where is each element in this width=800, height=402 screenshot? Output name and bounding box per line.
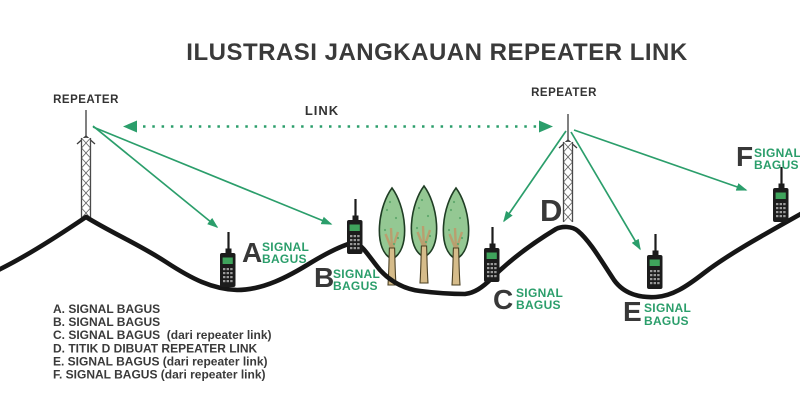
left-repeater-label: REPEATER [53, 94, 119, 106]
terrain-profile [0, 211, 800, 300]
radio-E [645, 232, 664, 291]
left-repeater-tower [76, 109, 96, 219]
legend: A. SIGNAL BAGUS B. SIGNAL BAGUS C. SIGNA… [53, 302, 272, 382]
link-label: LINK [305, 103, 339, 118]
signal-label-C-line2: BAGUS [516, 298, 561, 312]
ray-left-tower-to-A [92, 125, 219, 228]
link-arrowhead-left-icon [123, 120, 137, 133]
radio-C [482, 225, 501, 284]
signal-label-B-line2: BAGUS [333, 279, 378, 293]
tree-2 [410, 184, 438, 285]
legend-item-D: D. TITIK D DIBUAT REPEATER LINK [53, 342, 258, 356]
legend-item-B: B. SIGNAL BAGUS [53, 315, 160, 329]
link-arrowhead-right-icon [539, 120, 553, 133]
point-letter-B: B [314, 262, 334, 293]
ray-right-tower-to-F [573, 129, 748, 191]
page-title: ILUSTRASI JANGKAUAN REPEATER LINK [186, 39, 688, 66]
signal-label-F-line2: BAGUS [754, 158, 799, 172]
point-letter-C: C [493, 284, 513, 315]
point-letter-D: D [540, 193, 562, 228]
signal-label-F-line1: SIGNAL [754, 146, 800, 160]
signal-label-A-line1: SIGNAL [262, 240, 309, 254]
signal-label-A-line2: BAGUS [262, 252, 307, 266]
point-letter-E: E [623, 296, 642, 327]
legend-item-F: F. SIGNAL BAGUS (dari repeater link) [53, 368, 266, 382]
point-letter-F: F [736, 141, 753, 172]
tree-3 [442, 186, 470, 287]
radio-A [218, 230, 237, 289]
legend-item-A: A. SIGNAL BAGUS [53, 302, 160, 316]
ray-left-tower-to-B [92, 126, 333, 225]
signal-label-B-line1: SIGNAL [333, 267, 380, 281]
signal-label-E-line2: BAGUS [644, 314, 689, 328]
signal-label-C-line1: SIGNAL [516, 286, 563, 300]
signal-label-E-line1: SIGNAL [644, 301, 691, 315]
legend-item-E: E. SIGNAL BAGUS (dari repeater link) [53, 355, 268, 369]
right-repeater-label: REPEATER [531, 87, 597, 99]
radio-B [345, 197, 364, 256]
ray-right-tower-to-C [503, 130, 567, 223]
radio-F [771, 165, 790, 224]
legend-item-C: C. SIGNAL BAGUS (dari repeater link) [53, 328, 272, 342]
ray-right-tower-to-E [570, 131, 641, 251]
point-letter-A: A [242, 237, 262, 268]
